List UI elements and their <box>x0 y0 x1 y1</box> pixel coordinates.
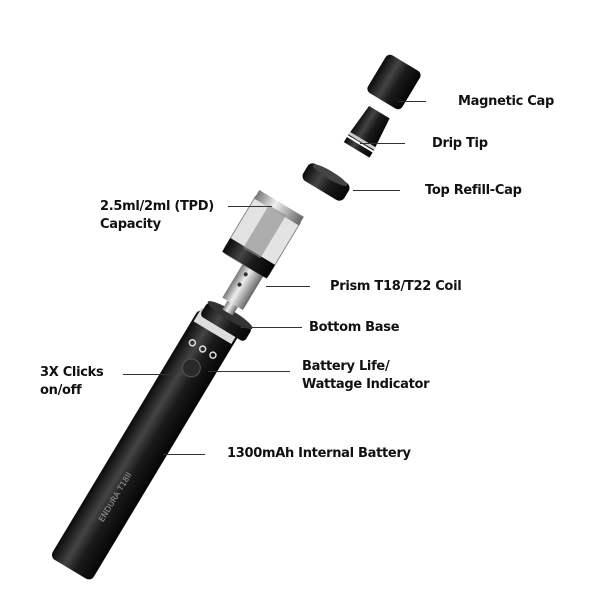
leader-line <box>208 371 290 372</box>
led-indicator-icon <box>188 339 217 359</box>
label-capacity-line2: Capacity <box>100 217 161 232</box>
label-clicks-line2: on/off <box>40 383 82 398</box>
drip-tip <box>343 105 390 158</box>
label-indicator-line2: Wattage Indicator <box>302 377 430 392</box>
leader-line <box>360 143 405 144</box>
leader-line <box>240 327 302 328</box>
label-drip-tip: Drip Tip <box>432 136 488 151</box>
leader-line <box>163 454 205 455</box>
label-capacity-line1: 2.5ml/2ml (TPD) <box>100 199 214 214</box>
battery-tube: ENDURA T18II <box>51 308 239 580</box>
leader-line <box>266 286 310 287</box>
tank <box>222 190 304 279</box>
fire-button <box>181 358 201 378</box>
leader-line <box>398 101 426 102</box>
leader-line <box>228 206 272 207</box>
label-indicator-line1: Battery Life/ <box>302 359 390 374</box>
label-coil: Prism T18/T22 Coil <box>330 279 462 294</box>
leader-line <box>353 190 400 191</box>
label-bottom-base: Bottom Base <box>309 320 400 335</box>
label-clicks-line1: 3X Clicks <box>40 365 104 380</box>
label-clicks: 3X Clicks on/off <box>40 364 104 400</box>
label-indicator: Battery Life/ Wattage Indicator <box>302 358 430 394</box>
label-top-refill-cap: Top Refill-Cap <box>425 183 522 198</box>
label-battery: 1300mAh Internal Battery <box>227 446 411 461</box>
label-capacity: 2.5ml/2ml (TPD) Capacity <box>100 198 214 234</box>
leader-line <box>123 374 171 375</box>
bottom-base <box>201 301 253 341</box>
label-magnetic-cap: Magnetic Cap <box>458 94 555 109</box>
top-refill-cap <box>302 163 350 201</box>
magnetic-cap <box>367 54 421 110</box>
